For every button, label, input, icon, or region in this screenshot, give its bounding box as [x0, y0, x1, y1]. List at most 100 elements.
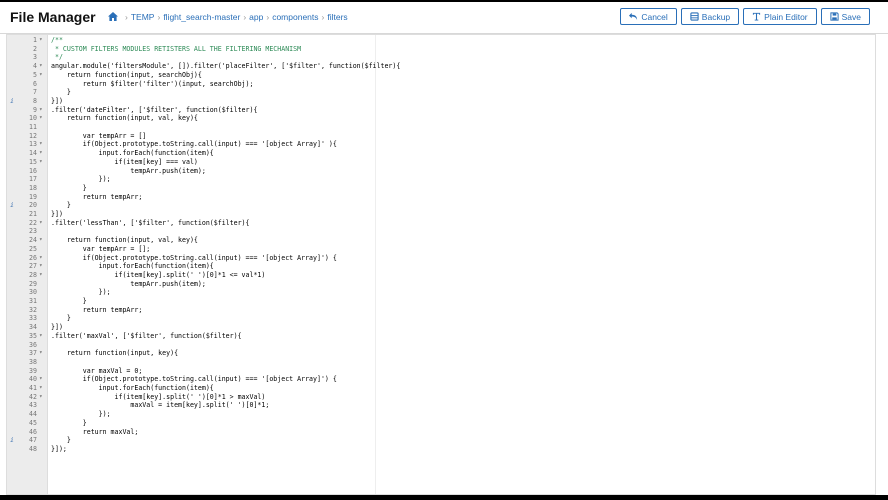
code-editor[interactable]: 1▾/**2 * CUSTOM FILTERS MODULES RETISTER… — [6, 34, 876, 495]
line-number: 4 — [33, 62, 37, 71]
code-line[interactable]: 13▾ if(Object.prototype.toString.call(in… — [7, 140, 875, 149]
code-line[interactable]: 35▾.filter('maxVal', ['$filter', functio… — [7, 332, 875, 341]
code-line[interactable]: 5▾ return function(input, searchObj){ — [7, 71, 875, 80]
code-line[interactable]: 2 * CUSTOM FILTERS MODULES RETISTERS ALL… — [7, 45, 875, 54]
fold-arrow-icon[interactable]: ▾ — [39, 157, 43, 165]
code-line[interactable]: 31 } — [7, 297, 875, 306]
home-icon[interactable] — [108, 12, 118, 21]
fold-arrow-icon[interactable]: ▾ — [39, 105, 43, 113]
code-line[interactable]: 39 var maxVal = 0; — [7, 367, 875, 376]
code-line[interactable]: 29 tempArr.push(item); — [7, 280, 875, 289]
code-text: } — [51, 88, 71, 97]
code-line[interactable]: 28▾ if(item[key].split(' ')[0]*1 <= val*… — [7, 271, 875, 280]
info-icon[interactable]: i — [10, 96, 14, 105]
code-line[interactable]: 32 return tempArr; — [7, 306, 875, 315]
code-line[interactable]: 17 }); — [7, 175, 875, 184]
code-line[interactable]: 33 } — [7, 314, 875, 323]
code-text: }); — [51, 288, 111, 297]
fold-arrow-icon[interactable]: ▾ — [39, 62, 43, 70]
info-icon[interactable]: i — [10, 201, 14, 210]
code-text: .filter('lessThan', ['$filter', function… — [51, 218, 250, 227]
code-line[interactable]: 1▾/** — [7, 36, 875, 45]
code-line[interactable]: 16 tempArr.push(item); — [7, 167, 875, 176]
fold-arrow-icon[interactable]: ▾ — [39, 392, 43, 400]
breadcrumb-item-components[interactable]: components — [272, 12, 319, 22]
code-line[interactable]: 42▾ if(item[key].split(' ')[0]*1 > maxVa… — [7, 393, 875, 402]
code-line[interactable]: 34}]) — [7, 323, 875, 332]
code-line[interactable]: 36 — [7, 341, 875, 350]
line-number: 13 — [29, 140, 37, 149]
code-line[interactable]: 43 maxVal = item[key].split(' ')[0]*1; — [7, 401, 875, 410]
fold-arrow-icon[interactable]: ▾ — [39, 253, 43, 261]
code-line[interactable]: 3 */ — [7, 53, 875, 62]
code-text: return function(input, val, key){ — [51, 236, 198, 245]
fold-arrow-icon[interactable]: ▾ — [39, 270, 43, 278]
code-line[interactable]: 18 } — [7, 184, 875, 193]
code-line[interactable]: 23 — [7, 227, 875, 236]
code-line[interactable]: 15▾ if(item[key] === val) — [7, 158, 875, 167]
code-line[interactable]: 27▾ input.forEach(function(item){ — [7, 262, 875, 271]
save-button[interactable]: Save — [820, 8, 870, 25]
line-number: 3 — [33, 53, 37, 62]
code-text: /** — [51, 36, 63, 44]
fold-arrow-icon[interactable]: ▾ — [39, 349, 43, 357]
code-line[interactable]: 37▾ return function(input, key){ — [7, 349, 875, 358]
code-line[interactable]: 46 return maxVal; — [7, 428, 875, 437]
code-line[interactable]: 22▾.filter('lessThan', ['$filter', funct… — [7, 219, 875, 228]
fold-arrow-icon[interactable]: ▾ — [39, 114, 43, 122]
code-line[interactable]: 10▾ return function(input, val, key){ — [7, 114, 875, 123]
code-text: if(item[key] === val) — [51, 157, 198, 166]
breadcrumb-item-app[interactable]: app — [249, 12, 264, 22]
code-line[interactable]: 45 } — [7, 419, 875, 428]
code-line[interactable]: 24▾ return function(input, val, key){ — [7, 236, 875, 245]
code-line[interactable]: 4▾angular.module('filtersModule', []).fi… — [7, 62, 875, 71]
cancel-button[interactable]: Cancel — [620, 8, 677, 25]
code-line[interactable]: 14▾ input.forEach(function(item){ — [7, 149, 875, 158]
code-line[interactable]: 48}]); — [7, 445, 875, 454]
fold-arrow-icon[interactable]: ▾ — [39, 331, 43, 339]
header-bar: File Manager ›TEMP›flight_search-master›… — [0, 2, 888, 34]
plain-editor-button[interactable]: Plain Editor — [743, 8, 817, 25]
fold-arrow-icon[interactable]: ▾ — [39, 236, 43, 244]
code-line[interactable]: 41▾ input.forEach(function(item){ — [7, 384, 875, 393]
code-line[interactable]: 38 — [7, 358, 875, 367]
code-line[interactable]: 19 return tempArr; — [7, 193, 875, 202]
page-title: File Manager — [10, 9, 96, 25]
fold-arrow-icon[interactable]: ▾ — [39, 70, 43, 78]
backup-button-label: Backup — [701, 11, 731, 22]
fold-arrow-icon[interactable]: ▾ — [39, 384, 43, 391]
line-number: 25 — [29, 244, 37, 253]
cancel-button-label: Cancel — [641, 11, 668, 22]
breadcrumb-item-temp[interactable]: TEMP — [130, 12, 155, 22]
code-line[interactable]: 26▾ if(Object.prototype.toString.call(in… — [7, 254, 875, 263]
fold-arrow-icon[interactable]: ▾ — [39, 375, 43, 383]
fold-arrow-icon[interactable]: ▾ — [39, 36, 43, 43]
code-line[interactable]: 9▾.filter('dateFilter', ['$filter', func… — [7, 106, 875, 115]
code-line[interactable]: 21}]) — [7, 210, 875, 219]
line-number: 41 — [29, 384, 37, 392]
breadcrumb-item-flight-search-master[interactable]: flight_search-master — [163, 12, 241, 22]
fold-arrow-icon[interactable]: ▾ — [39, 262, 43, 270]
breadcrumb-item-filters[interactable]: filters — [327, 12, 348, 22]
save-icon — [830, 12, 839, 21]
code-text: maxVal = item[key].split(' ')[0]*1; — [51, 401, 270, 410]
info-icon[interactable]: i — [10, 436, 14, 445]
code-text: }]); — [51, 444, 67, 453]
code-line[interactable]: 11 — [7, 123, 875, 132]
line-number: 2 — [33, 44, 37, 53]
code-line[interactable]: 25 var tempArr = []; — [7, 245, 875, 254]
code-line[interactable]: 12 var tempArr = [] — [7, 132, 875, 141]
code-line[interactable]: 44 }); — [7, 410, 875, 419]
fold-arrow-icon[interactable]: ▾ — [39, 218, 43, 226]
code-line[interactable]: 40▾ if(Object.prototype.toString.call(in… — [7, 375, 875, 384]
code-line[interactable]: 6 return $filter('filter')(input, search… — [7, 80, 875, 89]
code-text: input.forEach(function(item){ — [51, 262, 214, 271]
fold-arrow-icon[interactable]: ▾ — [39, 149, 43, 157]
code-line[interactable]: 7 } — [7, 88, 875, 97]
code-line[interactable]: 30 }); — [7, 288, 875, 297]
backup-button[interactable]: Backup — [680, 8, 740, 25]
fold-arrow-icon[interactable]: ▾ — [39, 140, 43, 148]
